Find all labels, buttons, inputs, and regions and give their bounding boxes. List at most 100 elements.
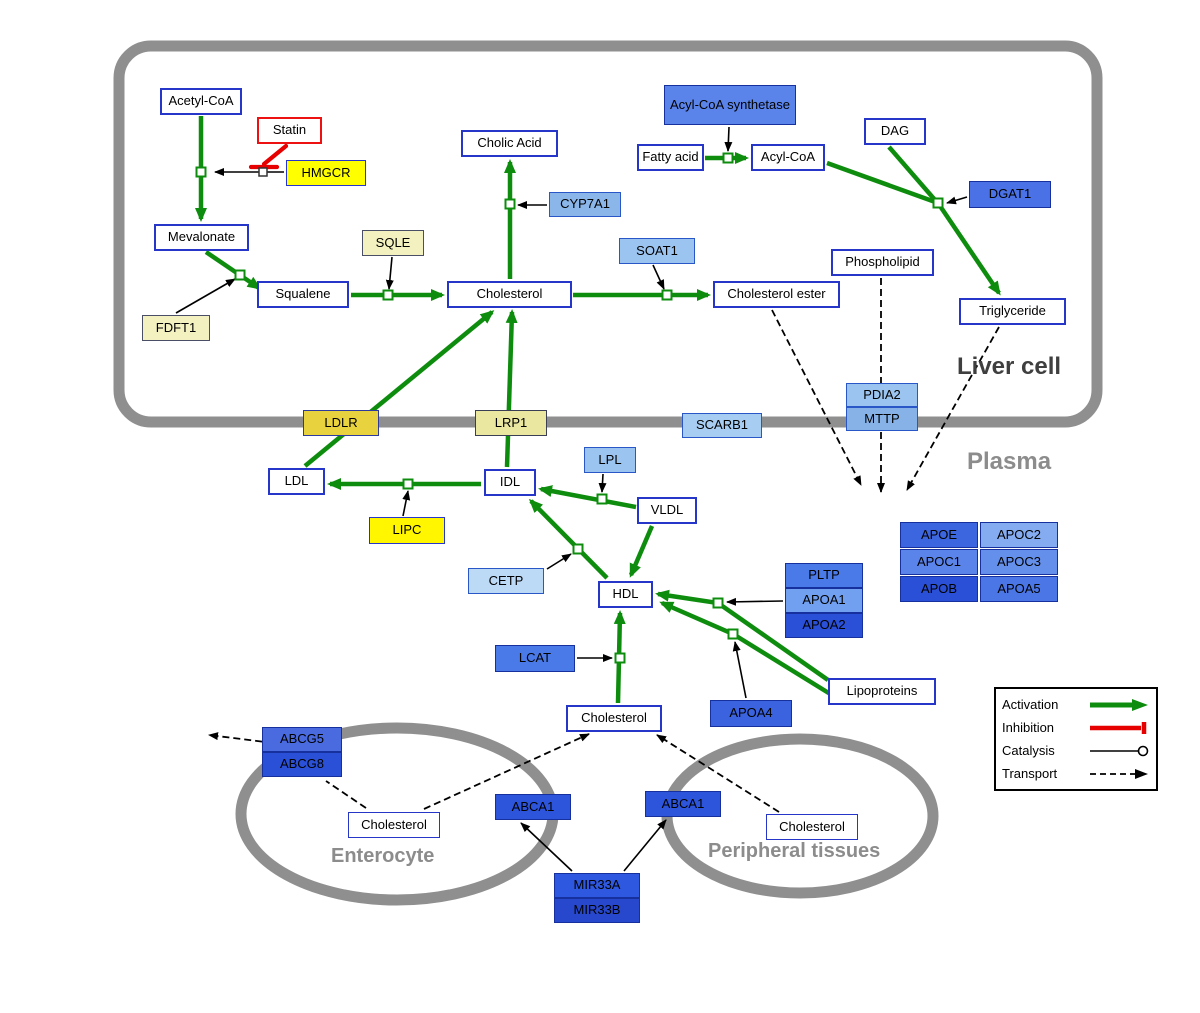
node-mevalonate[interactable]: Mevalonate — [154, 224, 249, 251]
activation-symbol-icon — [1090, 698, 1148, 711]
edge-apoa-stack-catalysis — [726, 597, 784, 606]
node-lipoproteins[interactable]: Lipoproteins — [828, 678, 936, 705]
node-acyl-coa-synthetase[interactable]: Acyl-CoA synthetase — [664, 85, 796, 125]
legend-row-inhibition: Inhibition — [1002, 720, 1150, 736]
legend: Activation Inhibition Catalysis Transpor… — [994, 687, 1158, 791]
reaction-node — [722, 152, 734, 164]
edge-acylcoa-synthetase-catalysis — [724, 126, 733, 152]
node-cholesterol-ester[interactable]: Cholesterol ester — [713, 281, 840, 308]
legend-row-catalysis: Catalysis — [1002, 743, 1150, 759]
node-squalene[interactable]: Squalene — [257, 281, 349, 308]
peripheral-tissues-label: Peripheral tissues — [708, 840, 881, 862]
edge-lpl-catalysis — [598, 473, 607, 493]
node-triglyceride[interactable]: Triglyceride — [959, 298, 1066, 325]
edge-mevalonate-to-squalene — [204, 250, 262, 290]
node-vldl[interactable]: VLDL — [637, 497, 697, 524]
node-hdl[interactable]: HDL — [598, 581, 653, 608]
node-cholic-acid[interactable]: Cholic Acid — [461, 130, 558, 157]
legend-activation-label: Activation — [1002, 697, 1059, 712]
node-cholesterol-peripheral[interactable]: Cholesterol — [766, 814, 858, 840]
enterocyte-label: Enterocyte — [331, 845, 435, 867]
reaction-node — [195, 166, 207, 178]
edge-fdft1-catalysis — [175, 278, 236, 314]
node-apoa1[interactable]: APOA1 — [785, 588, 863, 613]
reaction-node — [382, 289, 394, 301]
transport-symbol-icon — [1090, 768, 1148, 779]
node-apoc3[interactable]: APOC3 — [980, 549, 1058, 575]
node-phospholipid[interactable]: Phospholipid — [831, 249, 934, 276]
edge-vldl-to-idl — [538, 485, 637, 510]
edge-ldl-to-cholesterol-via-ldlr — [303, 310, 495, 468]
node-abca1-peripheral[interactable]: ABCA1 — [645, 791, 721, 817]
node-apoa5[interactable]: APOA5 — [980, 576, 1058, 602]
reaction-node — [712, 597, 724, 609]
node-apoe[interactable]: APOE — [900, 522, 978, 548]
edge-lipc-catalysis — [402, 490, 411, 517]
node-scarb1[interactable]: SCARB1 — [682, 413, 762, 438]
node-ldl[interactable]: LDL — [268, 468, 325, 495]
edge-apoa4-catalysis — [732, 641, 747, 699]
node-fdft1[interactable]: FDFT1 — [142, 315, 210, 341]
legend-row-activation: Activation — [1002, 697, 1150, 713]
node-apoa4[interactable]: APOA4 — [710, 700, 792, 727]
statin-binding-handle — [258, 167, 268, 177]
node-apoc1[interactable]: APOC1 — [900, 549, 978, 575]
node-lrp1[interactable]: LRP1 — [475, 410, 547, 436]
reaction-node — [504, 198, 516, 210]
edge-soat1-catalysis — [652, 264, 665, 290]
node-cetp[interactable]: CETP — [468, 568, 544, 594]
node-cyp7a1[interactable]: CYP7A1 — [549, 192, 621, 217]
reaction-node — [572, 543, 584, 555]
node-pltp[interactable]: PLTP — [785, 563, 863, 588]
legend-catalysis-label: Catalysis — [1002, 743, 1055, 758]
node-acetyl-coa[interactable]: Acetyl-CoA — [160, 88, 242, 115]
node-hmgcr[interactable]: HMGCR — [286, 160, 366, 186]
edge-mir33-to-abca1-peripheral — [623, 819, 667, 872]
node-apoc2[interactable]: APOC2 — [980, 522, 1058, 548]
node-mir33a[interactable]: MIR33A — [554, 873, 640, 898]
node-dgat1[interactable]: DGAT1 — [969, 181, 1051, 208]
legend-inhibition-label: Inhibition — [1002, 720, 1055, 735]
node-cholesterol-enterocyte[interactable]: Cholesterol — [348, 812, 440, 838]
plasma-label: Plasma — [967, 448, 1052, 475]
edge-sqle-catalysis — [385, 256, 394, 290]
node-lcat[interactable]: LCAT — [495, 645, 575, 672]
node-acyl-coa-metabolite[interactable]: Acyl-CoA — [751, 144, 825, 171]
node-ldlr[interactable]: LDLR — [303, 410, 379, 436]
node-soat1[interactable]: SOAT1 — [619, 238, 695, 264]
node-fatty-acid[interactable]: Fatty acid — [637, 144, 704, 171]
legend-row-transport: Transport — [1002, 766, 1150, 782]
edge-hdl-to-idl-via-cetp — [528, 498, 609, 580]
node-lpl[interactable]: LPL — [584, 447, 636, 473]
node-lipc[interactable]: LIPC — [369, 517, 445, 544]
node-apob[interactable]: APOB — [900, 576, 978, 602]
liver-cell-membrane — [113, 40, 1103, 428]
edge-mir33-to-abca1-enterocyte — [520, 822, 573, 872]
node-statin[interactable]: Statin — [257, 117, 322, 144]
edge-vldl-to-hdl — [628, 525, 655, 578]
edge-dag-to-junction — [887, 145, 937, 202]
node-dag[interactable]: DAG — [864, 118, 926, 145]
node-abcg8[interactable]: ABCG8 — [262, 752, 342, 777]
node-cholesterol-plasma[interactable]: Cholesterol — [566, 705, 662, 732]
liver-cell-label: Liver cell — [957, 353, 1062, 380]
reaction-node — [402, 478, 414, 490]
node-abca1-enterocyte[interactable]: ABCA1 — [495, 794, 571, 820]
node-abcg5[interactable]: ABCG5 — [262, 727, 342, 752]
node-idl[interactable]: IDL — [484, 469, 536, 496]
reaction-node — [727, 628, 739, 640]
catalysis-symbol-icon — [1090, 745, 1149, 756]
node-pdia2[interactable]: PDIA2 — [846, 383, 918, 407]
node-cholesterol-liver[interactable]: Cholesterol — [447, 281, 572, 308]
node-mir33b[interactable]: MIR33B — [554, 898, 640, 923]
node-sqle[interactable]: SQLE — [362, 230, 424, 256]
reaction-node — [932, 197, 944, 209]
node-mttp[interactable]: MTTP — [846, 407, 918, 431]
reaction-node — [596, 493, 608, 505]
legend-transport-label: Transport — [1002, 766, 1058, 781]
node-apoa2[interactable]: APOA2 — [785, 613, 863, 638]
edge-idl-to-cholesterol-via-lrp1 — [504, 309, 518, 468]
inhibition-symbol-icon — [1090, 721, 1147, 734]
